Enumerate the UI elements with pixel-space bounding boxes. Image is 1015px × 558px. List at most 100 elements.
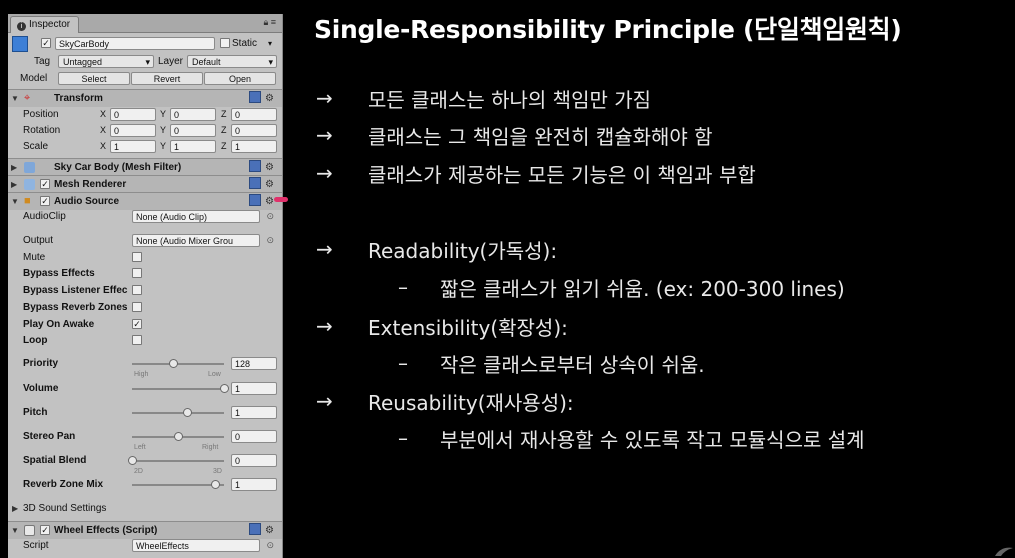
rotation-y-field[interactable]: 0: [170, 124, 216, 137]
audioclip-field[interactable]: None (Audio Clip): [132, 210, 260, 223]
fold-arrow-icon[interactable]: ▼: [11, 94, 19, 103]
mesh-renderer-header[interactable]: ▶ ✓ Mesh Renderer ⚙: [8, 175, 282, 193]
help-book-icon[interactable]: [249, 160, 262, 172]
scale-x-field[interactable]: 1: [110, 140, 156, 153]
axis-y-label: Y: [160, 125, 167, 135]
wheel-effects-header[interactable]: ▼ ✓ Wheel Effects (Script) ⚙: [8, 521, 282, 539]
script-field[interactable]: WheelEffects: [132, 539, 260, 552]
bypass-effects-label: Bypass Effects: [23, 268, 95, 279]
component-menu[interactable]: ⚙: [249, 159, 274, 176]
sub-dash: –: [398, 351, 408, 375]
audioclip-label: AudioClip: [23, 211, 66, 222]
priority-slider-knob[interactable]: [169, 359, 179, 368]
volume-slider-knob[interactable]: [220, 384, 229, 393]
priority-label: Priority: [23, 358, 59, 369]
fold-arrow-icon[interactable]: ▶: [12, 504, 19, 513]
mouse-pointer-mark: [274, 197, 288, 202]
pitch-slider-knob[interactable]: [183, 408, 193, 417]
bypass-listener-checkbox[interactable]: [132, 285, 142, 295]
active-checkbox[interactable]: ✓: [41, 38, 51, 48]
bypass-reverb-label: Bypass Reverb Zones: [23, 302, 128, 313]
static-dropdown-icon[interactable]: ▾: [268, 39, 273, 48]
component-menu[interactable]: ⚙: [249, 90, 274, 107]
lock-menu-icon[interactable]: 🔒︎ ≡: [263, 17, 276, 27]
component-menu[interactable]: ⚙: [249, 522, 274, 539]
sound-settings-label: 3D Sound Settings: [23, 503, 107, 514]
blend-2d-label: 2D: [134, 468, 143, 475]
reverb-mix-slider-knob[interactable]: [210, 480, 220, 489]
play-on-awake-row: Play On Awake ✓: [8, 316, 282, 333]
bypass-effects-checkbox[interactable]: [132, 268, 142, 278]
mesh-renderer-title: Mesh Renderer: [54, 179, 127, 190]
scale-z-field[interactable]: 1: [231, 140, 277, 153]
bullet-1: 모든 클래스는 하나의 책임만 가짐: [368, 88, 652, 112]
priority-field[interactable]: 128: [231, 357, 277, 370]
gear-icon[interactable]: ⚙: [265, 525, 274, 536]
fold-arrow-icon[interactable]: ▼: [11, 526, 19, 535]
priority-slider-track[interactable]: [132, 363, 224, 365]
play-on-awake-checkbox[interactable]: ✓: [132, 319, 142, 329]
fold-arrow-icon[interactable]: ▶: [11, 163, 18, 172]
gear-icon[interactable]: ⚙: [265, 93, 274, 104]
spatial-blend-slider-knob[interactable]: [128, 456, 137, 465]
wheel-effects-enabled-checkbox[interactable]: ✓: [40, 525, 50, 535]
gear-icon[interactable]: ⚙: [265, 196, 274, 207]
fold-arrow-icon[interactable]: ▶: [11, 180, 18, 189]
object-picker-icon[interactable]: ⊙: [266, 211, 274, 221]
fold-arrow-icon[interactable]: ▼: [11, 197, 19, 206]
open-button[interactable]: Open: [204, 72, 276, 85]
script-label: Script: [23, 540, 49, 551]
stereo-pan-slider-knob[interactable]: [174, 432, 183, 441]
gear-icon[interactable]: ⚙: [265, 179, 274, 190]
help-book-icon[interactable]: [249, 177, 262, 189]
component-menu[interactable]: ⚙: [249, 193, 274, 210]
scale-y-field[interactable]: 1: [170, 140, 216, 153]
select-button[interactable]: Select: [58, 72, 130, 85]
sound-settings-row[interactable]: ▶ 3D Sound Settings: [8, 500, 282, 517]
audio-source-header[interactable]: ▼ ■ ✓ Audio Source ⚙: [8, 192, 282, 210]
rotation-row: Rotation X 0 Y 0 Z 0: [8, 122, 282, 139]
component-menu[interactable]: ⚙: [249, 176, 274, 193]
revert-button[interactable]: Revert: [131, 72, 203, 85]
object-picker-icon[interactable]: ⊙: [266, 235, 274, 245]
spatial-blend-slider-track[interactable]: [132, 460, 224, 462]
axis-x-label: X: [100, 141, 107, 151]
bypass-reverb-checkbox[interactable]: [132, 302, 142, 312]
speaker-icon: ■: [24, 195, 31, 207]
reverb-mix-field[interactable]: 1: [231, 478, 277, 491]
layer-dropdown[interactable]: Default: [187, 55, 277, 68]
mute-checkbox[interactable]: [132, 252, 142, 262]
corner-logo-icon: [995, 547, 1013, 556]
position-y-field[interactable]: 0: [170, 108, 216, 121]
help-book-icon[interactable]: [249, 194, 262, 206]
model-row: Model Select Revert Open: [8, 70, 282, 87]
spatial-blend-field[interactable]: 0: [231, 454, 277, 467]
mesh-filter-header[interactable]: ▶ Sky Car Body (Mesh Filter) ⚙: [8, 158, 282, 176]
mesh-renderer-enabled-checkbox[interactable]: ✓: [40, 179, 50, 189]
volume-slider-track[interactable]: [132, 388, 224, 390]
gear-icon[interactable]: ⚙: [265, 162, 274, 173]
pitch-field[interactable]: 1: [231, 406, 277, 419]
tag-dropdown[interactable]: Untagged: [58, 55, 154, 68]
volume-field[interactable]: 1: [231, 382, 277, 395]
rotation-z-field[interactable]: 0: [231, 124, 277, 137]
object-picker-icon[interactable]: ⊙: [266, 540, 274, 550]
mesh-filter-title: Sky Car Body (Mesh Filter): [54, 162, 182, 173]
position-x-field[interactable]: 0: [110, 108, 156, 121]
bullet-arrow-icon: →: [316, 314, 333, 338]
audio-source-enabled-checkbox[interactable]: ✓: [40, 196, 50, 206]
rotation-x-field[interactable]: 0: [110, 124, 156, 137]
help-book-icon[interactable]: [249, 91, 262, 103]
output-field[interactable]: None (Audio Mixer Grou: [132, 234, 260, 247]
transform-header[interactable]: ▼ ⌖ Transform ⚙: [8, 89, 282, 107]
static-checkbox[interactable]: [220, 38, 230, 48]
help-book-icon[interactable]: [249, 523, 262, 535]
pitch-slider-track[interactable]: [132, 412, 224, 414]
object-name-field[interactable]: SkyCarBody: [55, 37, 215, 50]
output-row: Output None (Audio Mixer Grou ⊙: [8, 232, 282, 249]
position-z-field[interactable]: 0: [231, 108, 277, 121]
loop-checkbox[interactable]: [132, 335, 142, 345]
reverb-mix-slider-track[interactable]: [132, 484, 224, 486]
stereo-pan-field[interactable]: 0: [231, 430, 277, 443]
